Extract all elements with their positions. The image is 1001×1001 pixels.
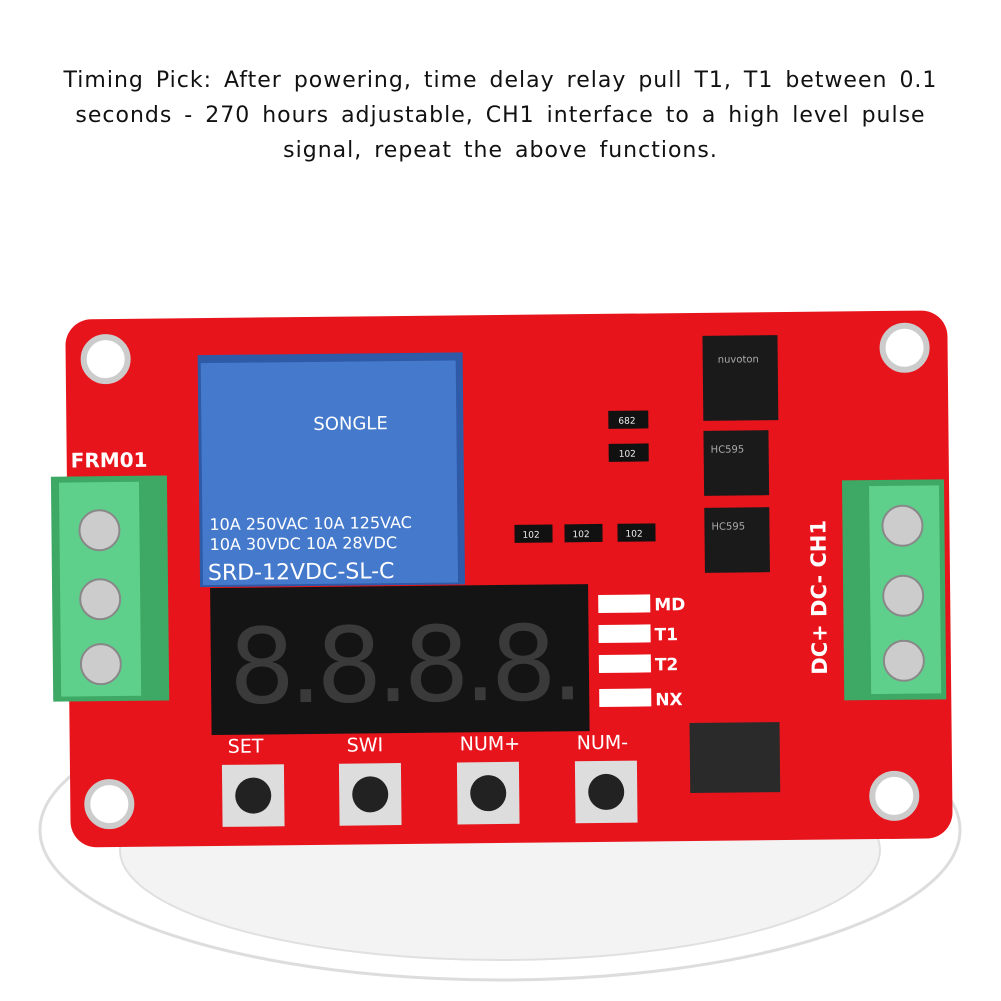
board-model-label: FRM01 <box>71 448 148 473</box>
svg-text:NX: NX <box>655 690 683 710</box>
svg-text:HC595: HC595 <box>711 521 745 532</box>
num-plus-button[interactable] <box>456 761 520 825</box>
svg-text:NUM-: NUM- <box>577 732 629 755</box>
svg-text:NUM+: NUM+ <box>460 733 521 756</box>
svg-text:102: 102 <box>625 530 642 540</box>
power-input-label: DC+ DC- CH1 <box>806 520 832 675</box>
right-terminal-block <box>841 479 947 701</box>
mounting-holes <box>80 322 930 830</box>
relay-part-number: SRD-12VDC-SL-C <box>208 559 395 586</box>
relay: SONGLE 10A 250VAC 10A 125VAC 10A 30VDC 1… <box>197 352 466 588</box>
svg-text:SET: SET <box>228 735 264 757</box>
svg-text:102: 102 <box>572 530 589 540</box>
caption-line-2: seconds - 270 hours adjustable, CH1 inte… <box>75 103 926 128</box>
set-button[interactable] <box>221 764 285 827</box>
svg-text:nuvoton: nuvoton <box>718 354 759 365</box>
relay-spec-1: 10A 250VAC 10A 125VAC <box>209 513 412 534</box>
ic-chips: nuvoton HC595 HC595 <box>702 335 779 573</box>
caption-line-1: Timing Pick: After powering, time delay … <box>63 68 938 93</box>
relay-spec-2: 10A 30VDC 10A 28VDC <box>210 533 398 554</box>
buttons: SET SWI NUM+ NUM- <box>228 732 629 758</box>
svg-text:T1: T1 <box>654 625 678 645</box>
left-terminal-block <box>50 475 170 702</box>
svg-text:HC595: HC595 <box>711 444 745 455</box>
num-minus-button[interactable] <box>574 760 638 824</box>
resistors: 102 102 102 682 102 <box>514 410 656 543</box>
svg-text:T2: T2 <box>655 655 679 675</box>
svg-text:102: 102 <box>619 450 636 460</box>
status-leds: MD T1 T2 NX <box>598 594 685 710</box>
display-digits: 8.8.8.8. <box>228 602 578 728</box>
swi-button[interactable] <box>338 763 402 826</box>
voltage-regulator <box>689 722 781 794</box>
caption-line-3: signal, repeat the above functions. <box>283 138 718 163</box>
svg-text:SWI: SWI <box>347 734 384 756</box>
svg-text:MD: MD <box>654 595 685 615</box>
svg-text:682: 682 <box>618 417 635 427</box>
svg-text:102: 102 <box>522 531 539 541</box>
relay-brand: SONGLE <box>313 413 388 435</box>
seven-segment-display: 8.8.8.8. <box>210 584 590 736</box>
